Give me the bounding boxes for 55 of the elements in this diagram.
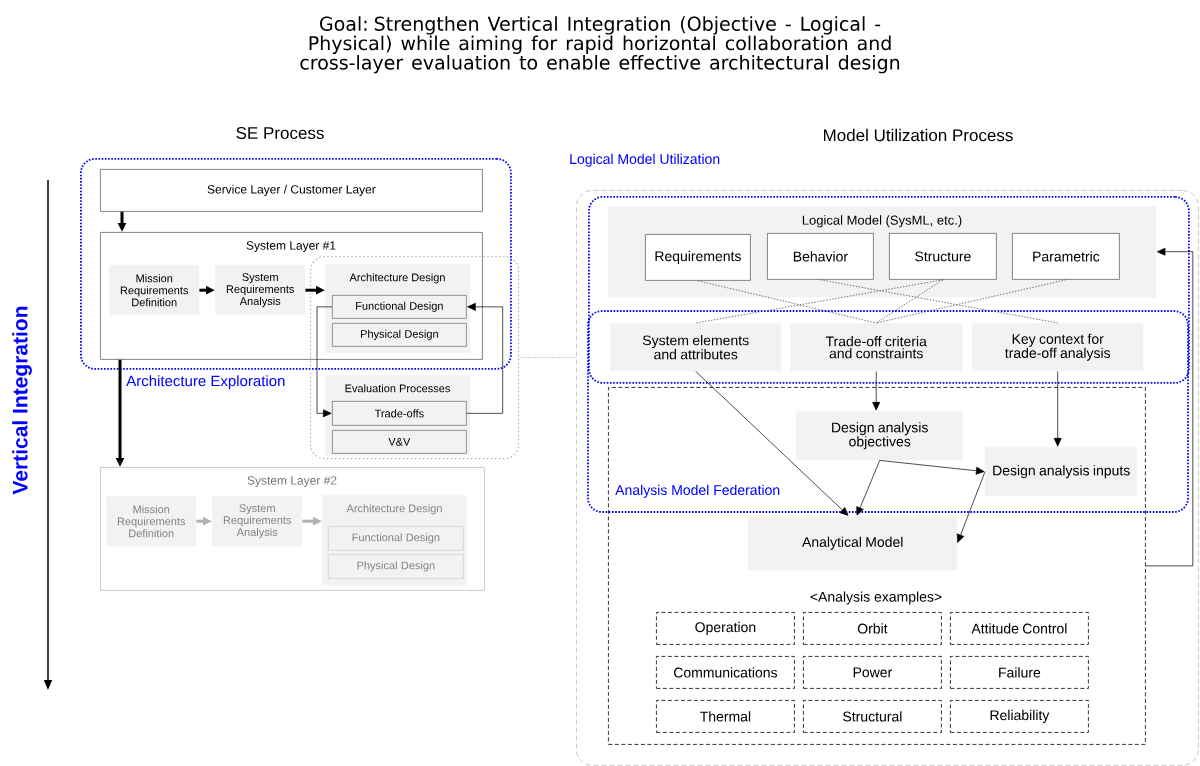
process-box: System elements and attributes [610, 323, 782, 372]
node-label: Logical Model Utilization [570, 153, 720, 167]
connector-line [695, 279, 944, 324]
process-box: Functional Design [328, 526, 464, 551]
arrow [1053, 371, 1062, 447]
arrow [872, 371, 881, 411]
connector-line [820, 279, 1059, 324]
arrow [879, 460, 985, 475]
connector-line [875, 279, 1067, 324]
process-box: Design analysis objectives [796, 411, 964, 461]
dotted-region [310, 256, 520, 460]
process-box: Design analysis inputs [985, 447, 1138, 497]
example-box: Attitude Control [950, 612, 1089, 645]
arrow [956, 471, 986, 543]
example-box: Structural [803, 700, 942, 733]
process-box: System Requirements Analysis [215, 265, 306, 316]
arrow [1145, 247, 1194, 567]
process-box: Mission Requirements Definition [106, 496, 197, 547]
process-box: Physical Design [328, 554, 464, 579]
example-box: Operation [656, 612, 795, 645]
arrow [695, 371, 849, 516]
section-heading: SE Process [236, 127, 324, 140]
connector-line [518, 357, 577, 358]
process-box: Trade-off criteria and constraints [790, 323, 963, 372]
arrow [316, 306, 333, 418]
dashed-region [576, 190, 1199, 766]
axis-label: Vertical Integration [12, 306, 32, 495]
example-box: Power [803, 656, 942, 689]
arrow [466, 302, 504, 414]
model-box: Requirements [645, 234, 751, 281]
arrow [856, 460, 881, 516]
connector-line [875, 279, 944, 324]
process-box: Physical Design [332, 323, 467, 347]
process-box: Key context for trade-off analysis [972, 323, 1144, 372]
example-box: Orbit [803, 612, 942, 645]
model-box: Parametric [1012, 233, 1120, 280]
process-box: Mission Requirements Definition [109, 265, 200, 316]
example-box: Communications [656, 656, 795, 689]
model-box: Analytical Model [748, 516, 958, 571]
layer-box: Service Layer / Customer Layer [100, 169, 483, 212]
process-box: System Requirements Analysis [212, 496, 303, 547]
process-box: Functional Design [332, 295, 467, 319]
model-box: Structure [889, 233, 997, 280]
example-box: Thermal [656, 700, 795, 733]
process-box: Trade-offs [332, 401, 467, 426]
example-box: Failure [950, 656, 1089, 689]
title: Goal: Strengthen Vertical Integration (Objective - Logical - Physical) while aiming for rapid horizontal collaboration and cross-layer evaluation to enable effective architectural design [300, 16, 900, 74]
example-box: Reliability [950, 700, 1089, 733]
node-label: Architecture Exploration [126, 375, 285, 390]
connector-line [697, 280, 877, 324]
section-heading: Model Utilization Process [823, 128, 1013, 142]
model-box: Behavior [767, 233, 874, 280]
section-heading: <Analysis examples> [810, 591, 942, 605]
dashed-frame [608, 387, 1146, 745]
process-box: V&V [332, 430, 467, 454]
